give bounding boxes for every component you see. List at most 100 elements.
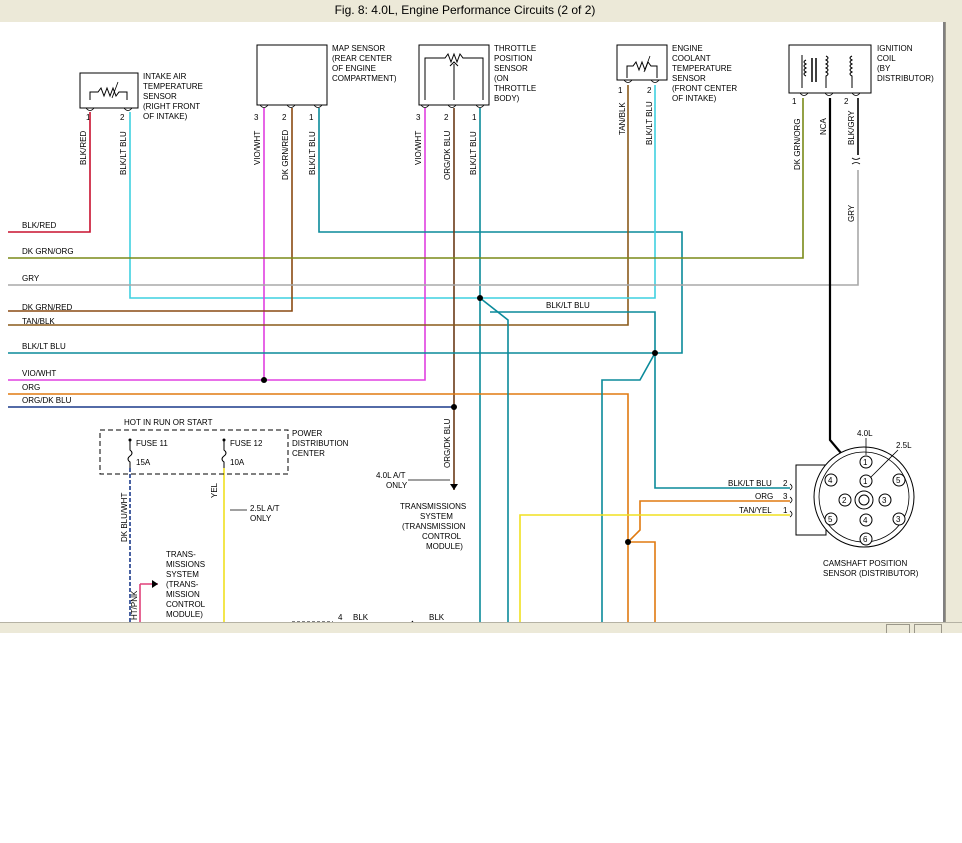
power-distribution-center: HOT IN RUN OR START FUSE 11 15A FUSE 12 … [99,418,349,475]
cmp-label-1: CAMSHAFT POSITION [823,559,908,568]
cmp-tag-25: 2.5L [896,441,912,450]
note-tcm2-1: TRANS- [166,550,196,559]
bus-label-org: ORG [22,383,40,392]
bus-label-blk-red: BLK/RED [22,221,56,230]
fuse12-rating: 10A [230,458,245,467]
fuse11-rating: 15A [136,458,151,467]
wire-dk-grn-org [8,98,804,259]
ect-label-1: ENGINE [672,44,703,53]
label-map-dk-grn-red: DK GRN/RED [281,130,290,180]
ect-label-5: (FRONT CENTER [672,84,737,93]
wire-map-blk-lt-blu [318,108,683,354]
cmp-pin-1-mid: 1 [863,477,868,486]
bottom-mark [411,620,414,622]
cmp-pin-3: 3 [882,496,887,505]
bus-label-dk-grn-red: DK GRN/RED [22,303,72,312]
tps-pin-3: 3 [416,113,421,122]
iat-label-2: TEMPERATURE [143,82,203,91]
bus-label-vio-wht: VIO/WHT [22,369,56,378]
bottom-blk-2: BLK [429,613,445,622]
bus-label-org-dk-blu: ORG/DK BLU [22,396,72,405]
label-iat-blk-red: BLK/RED [79,131,88,165]
cmp-pin-4b: 4 [863,516,868,525]
coil-pin-2: 2 [844,97,849,106]
cmp-pin-6: 6 [863,535,868,544]
cmp-conn-pin-1: 1 [783,506,788,515]
wire-tps-vio-wht [264,108,426,381]
note-25-at-2: ONLY [250,514,272,523]
mid-label-blk-lt-blu: BLK/LT BLU [546,301,590,310]
vertical-scrollbar[interactable] [945,22,962,622]
bus-label-tan-blk: TAN/BLK [22,317,55,326]
tps-label-5: THROTTLE [494,84,536,93]
pdc-label-3: CENTER [292,449,325,458]
wire-tan-blk [8,85,629,326]
cmp-wire-org: ORG [755,492,773,501]
diagram-area: 1 2 INTAKE AIR TEMPERATURE SENSOR (RIGHT… [0,22,962,622]
tcm2-arrow-icon [152,580,158,588]
coil-label-3: (BY [877,64,891,73]
label-ect-blk-lt-blu: BLK/LT BLU [645,101,654,145]
label-tps-vio-wht: VIO/WHT [414,131,423,165]
pdc-label-1: POWER [292,429,322,438]
tps-label-2: POSITION [494,54,532,63]
throttle-position-sensor: 3 2 1 THROTTLE POSITION SENSOR (ON THROT… [416,44,536,122]
notes: 4.0L A/T ONLY TRANSMISSIONS SYSTEM (TRAN… [166,471,466,619]
cmp-tag-40: 4.0L [857,429,873,438]
bus-label-gry: GRY [22,274,40,283]
cmp-pin-2: 2 [842,496,847,505]
cmp-wire-tan-yel: TAN/YEL [739,506,772,515]
label-yel: YEL [210,482,219,498]
cmp-pin-5: 5 [896,476,901,485]
coil-label-4: DISTRIBUTOR) [877,74,934,83]
iat-label-5: OF INTAKE) [143,112,188,121]
tps-label-3: SENSOR [494,64,528,73]
label-coil-blk-gry: BLK/GRY [847,110,856,145]
pdc-header: HOT IN RUN OR START [124,418,213,427]
camshaft-position-sensor: 4.0L 2.5L 1 1 2 3 4 5 5 3 4 6 2 3 1 CAMS… [783,429,919,578]
map-sensor: 3 2 1 MAP SENSOR (REAR CENTER OF ENGINE … [254,44,397,122]
note-25-at-1: 2.5L A/T [250,504,280,513]
note-tcm1-1: TRANSMISSIONS [400,502,466,511]
label-coil-dk-grn-org: DK GRN/ORG [793,118,802,170]
wire-cmp-lt [601,352,656,622]
bottom-blk-1: BLK [353,613,369,622]
cmp-conn-pin-3: 3 [783,492,788,501]
map-pin-2: 2 [282,113,287,122]
map-pin-1: 1 [309,113,314,122]
ect-pin-1: 1 [618,86,623,95]
fuse12-name: FUSE 12 [230,439,263,448]
splice-points [261,295,658,545]
ect-pin-2: 2 [647,86,652,95]
note-tcm1-4: CONTROL [422,532,462,541]
cmp-conn-pin-2: 2 [783,479,788,488]
pdc-label-2: DISTRIBUTION [292,439,349,448]
wire-org-bus [8,393,629,622]
label-ect-tan-blk: TAN/BLK [618,102,627,135]
wire-cmp-tan-yel [519,514,790,622]
iat-pin-2: 2 [120,113,125,122]
map-label-1: MAP SENSOR [332,44,385,53]
note-tcm2-6: CONTROL [166,600,206,609]
tps-label-4: (ON [494,74,509,83]
cmp-pin-5b: 5 [828,515,833,524]
wire-ht-pnk [139,583,158,622]
tcm-arrow-icon [450,484,458,490]
intake-air-temp-sensor: 1 2 INTAKE AIR TEMPERATURE SENSOR (RIGHT… [79,72,203,122]
wire-labels: BLK/RED BLK/LT BLU VIO/WHT DK GRN/RED BL… [22,101,856,622]
coil-label-1: IGNITION [877,44,913,53]
wire-ect-blk-lt-blu [480,85,656,299]
note-tcm2-2: MISSIONS [166,560,205,569]
label-map-blk-lt-blu: BLK/LT BLU [308,131,317,175]
map-pin-3: 3 [254,113,259,122]
note-tcm2-7: MODULE) [166,610,203,619]
label-coil-gry: GRY [847,204,856,222]
label-iat-blk-lt-blu: BLK/LT BLU [119,131,128,175]
iat-label-4: (RIGHT FRONT [143,102,200,111]
ect-label-2: COOLANT [672,54,711,63]
wire-iat-blk-lt-blu [129,112,480,299]
label-dk-blu-wht: DK BLU/WHT [120,493,129,542]
tps-pin-2: 2 [444,113,449,122]
blank-area [0,633,962,843]
cmp-pin-3b: 3 [896,515,901,524]
